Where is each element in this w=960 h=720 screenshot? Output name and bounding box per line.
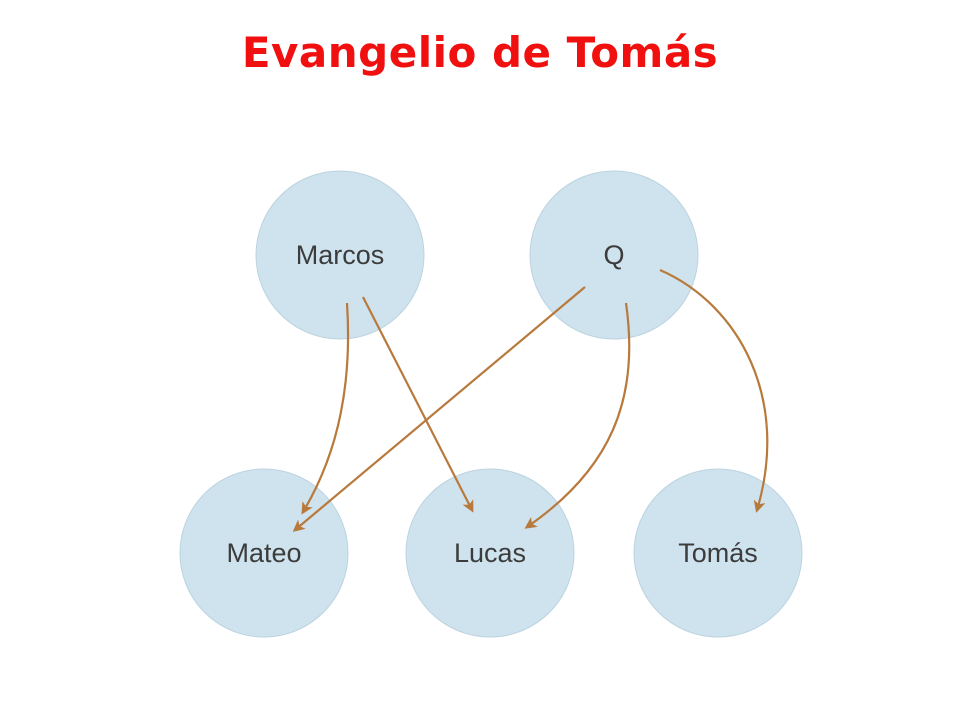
node-lucas: Lucas [405,468,575,638]
node-marcos-label: Marcos [296,240,385,270]
edge-q-to-lucas [524,302,631,529]
slide-title: Evangelio de Tomás [241,28,719,77]
node-marcos: Marcos [255,170,425,340]
edge-q-to-mateo [292,286,586,532]
node-lucas-label: Lucas [454,538,526,568]
node-q-label: Q [603,240,624,270]
edge-marcos-to-lucas [362,296,474,513]
node-mateo-label: Mateo [226,538,301,568]
node-q: Q [529,170,699,340]
edge-marcos-to-mateo [301,302,350,515]
node-tomas-label: Tomás [678,538,758,568]
node-mateo: Mateo [179,468,349,638]
edge-q-to-tomas [659,268,769,513]
node-tomas: Tomás [633,468,803,638]
